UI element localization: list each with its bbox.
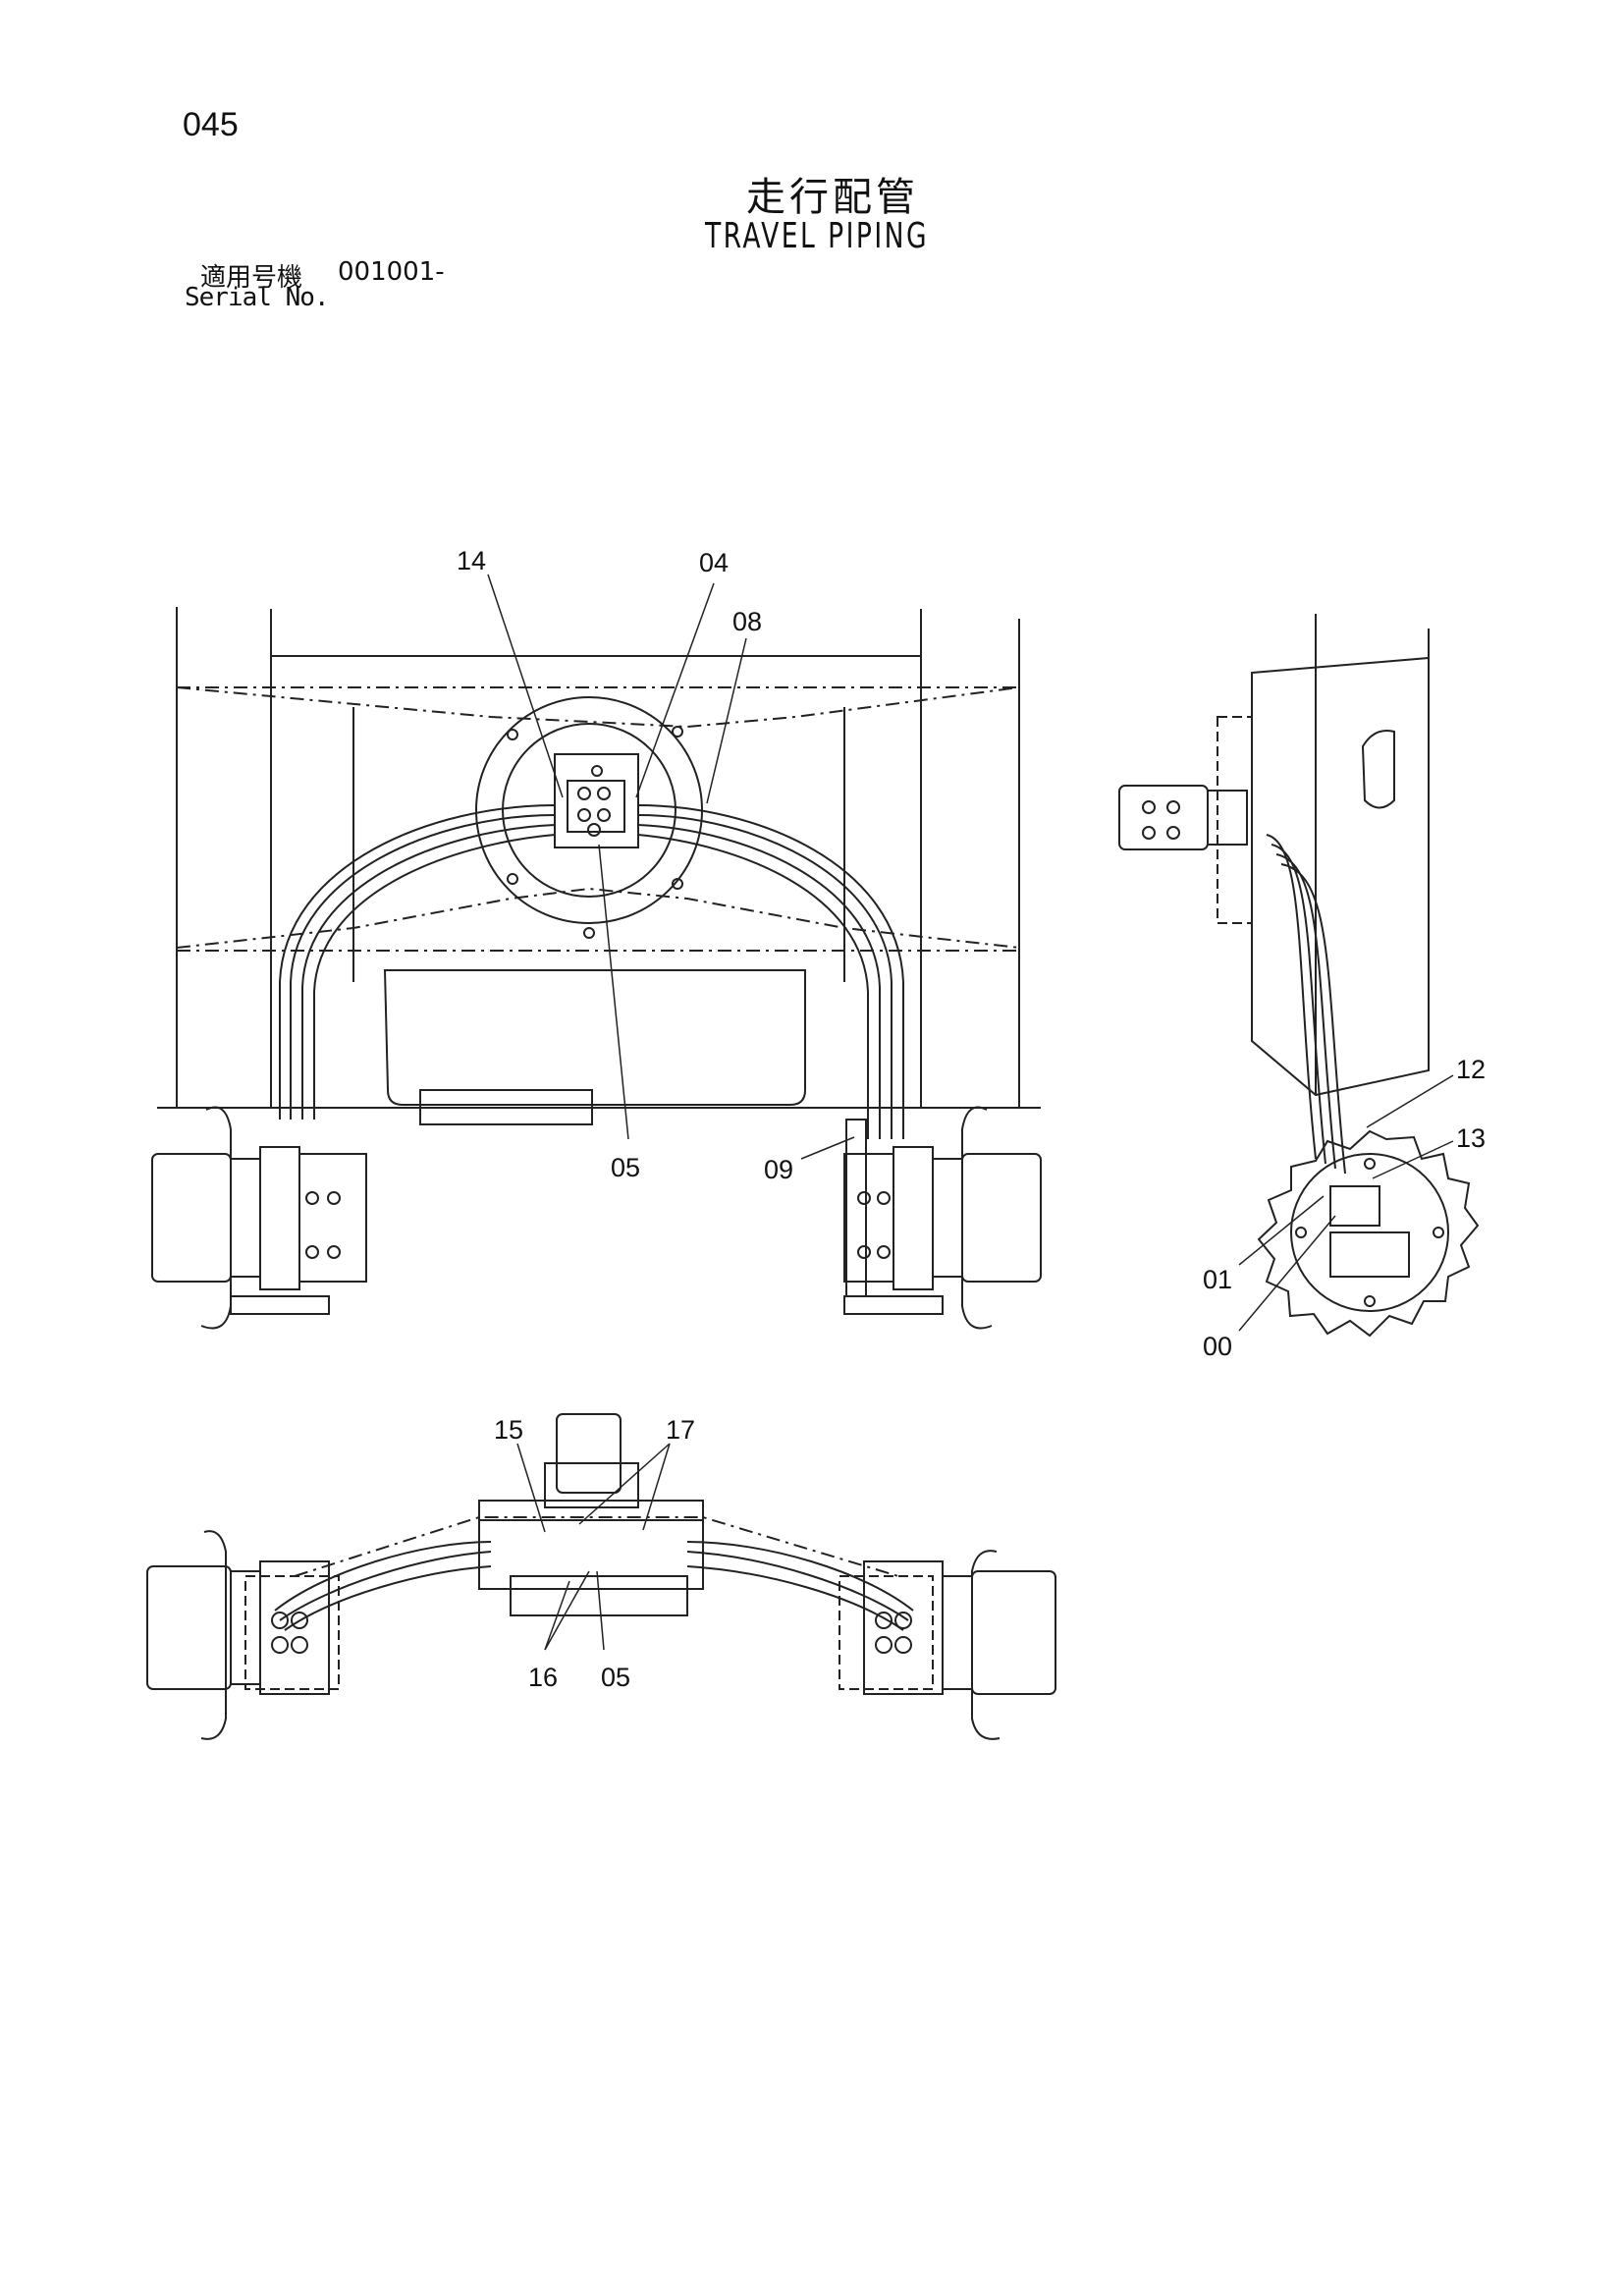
callout-09: 09	[764, 1155, 793, 1184]
serial-label-english: Serial No.	[185, 283, 330, 312]
front-hoses	[274, 1541, 914, 1631]
callout-15: 15	[494, 1415, 523, 1445]
front-motor-left	[146, 1565, 232, 1690]
callout-05-top: 05	[611, 1153, 640, 1182]
leader-lines-top	[487, 574, 855, 1160]
front-motor-right	[971, 1570, 1056, 1695]
hoses-left	[279, 804, 556, 1120]
callout-00: 00	[1203, 1332, 1232, 1361]
title-japanese: 走行配管	[746, 175, 919, 220]
callout-08: 08	[732, 607, 762, 636]
title-english: TRAVEL PIPING	[705, 216, 930, 256]
cover-bracket	[419, 1089, 593, 1125]
hoses-right	[637, 804, 904, 1139]
callout-14: 14	[457, 546, 486, 575]
under-cover-plate	[383, 969, 806, 1106]
callout-17: 17	[666, 1415, 695, 1445]
callout-12: 12	[1456, 1055, 1486, 1084]
serial-number-value: 001001-	[338, 257, 445, 287]
page-number: 045	[183, 106, 239, 143]
callout-16: 16	[528, 1663, 558, 1692]
top-view	[151, 574, 1042, 1330]
travel-motor-right	[843, 1106, 1042, 1330]
leader-lines-front	[516, 1443, 671, 1651]
sprocket	[1257, 1129, 1480, 1338]
side-hoses	[1266, 834, 1346, 1175]
callout-01: 01	[1203, 1265, 1232, 1294]
callout-13: 13	[1456, 1123, 1486, 1153]
side-view	[1118, 614, 1480, 1338]
travel-motor-left	[151, 1106, 367, 1330]
callout-04: 04	[699, 548, 729, 577]
leader-lines-side	[1238, 1074, 1454, 1332]
serial-label-japanese: 適用号機	[200, 263, 303, 293]
callout-05-bottom: 05	[601, 1663, 630, 1692]
front-view	[146, 1413, 1056, 1740]
